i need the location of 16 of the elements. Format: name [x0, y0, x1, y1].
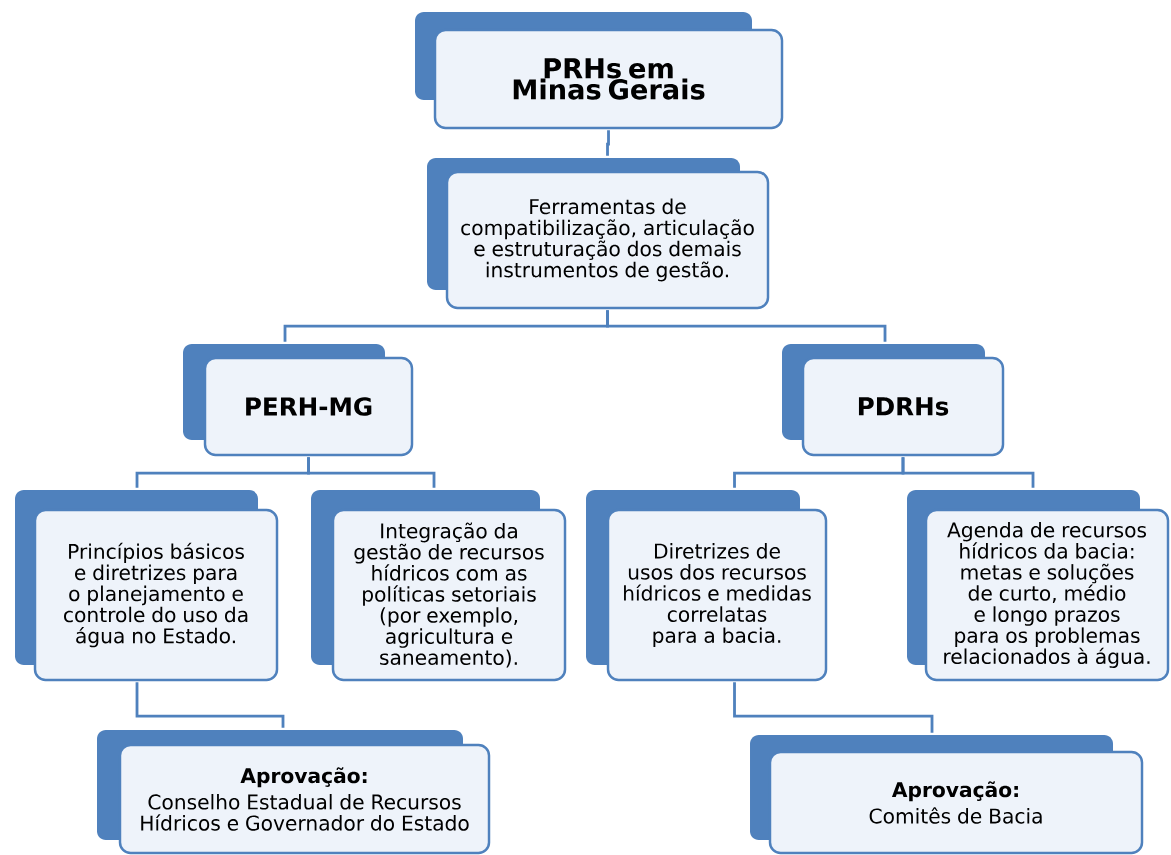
node-box: PRHs em Minas Gerais	[415, 12, 784, 130]
connector-line	[733, 682, 934, 733]
connector-line	[606, 310, 887, 342]
node-box: Aprovação: Comitês de Bacia	[750, 735, 1144, 855]
connector-line	[606, 130, 610, 156]
connector-line	[135, 682, 285, 728]
connector-line	[901, 457, 1035, 488]
node-box: Princípios básicos e diretrizes para o planejamento e controle do uso da água no Estado.	[15, 490, 279, 682]
node-box: PDRHs	[782, 344, 1005, 457]
node-box: Diretrizes de usos dos recursos hídricos e medidas correlatas para a bacia.	[586, 490, 828, 682]
node-box: Aprovação: Conselho Estadual de Recursos Hídricos e Governador do Estado	[97, 730, 491, 855]
connector-line	[307, 457, 436, 488]
node-box: Ferramentas de compatibilização, articulação e estruturação dos demais instrumentos de gestão.	[427, 158, 770, 310]
node-box: PERH-MG	[183, 344, 414, 457]
node-box: Integração da gestão de recursos hídricos com as políticas setoriais (por exemplo, agricultura e saneamento).	[311, 490, 567, 682]
node-box: Agenda de recursos hídricos da bacia: metas e soluções de curto, médio e longo prazos para os problemas relacionados à água.	[907, 490, 1170, 682]
